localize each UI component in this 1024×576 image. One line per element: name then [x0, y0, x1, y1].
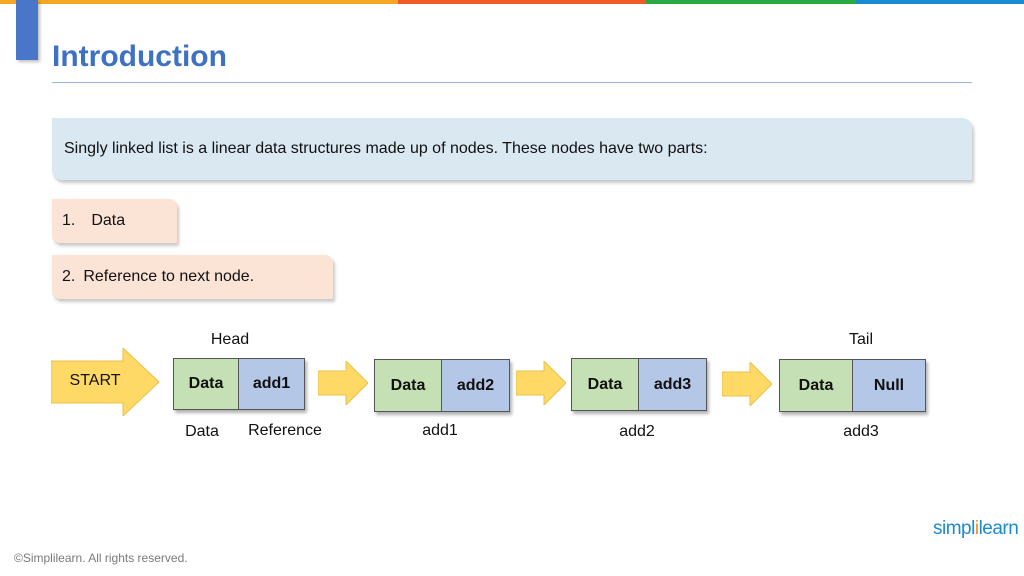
node-data-cell: Data [780, 360, 853, 411]
node-data-cell: Data [572, 359, 639, 410]
top-bar-red [398, 0, 646, 4]
top-color-bar [0, 0, 1024, 4]
head-label: Head [210, 331, 250, 348]
point-data: 1. Data [52, 199, 177, 243]
start-arrow-icon [51, 348, 160, 416]
node-ref-cell: add2 [442, 360, 509, 411]
copyright-text: ©Simplilearn. All rights reserved. [14, 551, 188, 565]
top-bar-orange [0, 0, 398, 4]
title-divider [52, 82, 972, 83]
point-number: 2. [62, 268, 76, 285]
logo-part: simpl [933, 518, 975, 539]
top-bar-blue [856, 0, 1024, 4]
start-label: START [69, 372, 121, 389]
point-reference: 2. Reference to next node. [52, 255, 333, 299]
node-ref-cell: Null [853, 360, 925, 411]
node-ref-cell: add3 [639, 359, 706, 410]
top-bar-green [646, 0, 856, 4]
point-text: Reference to next node. [83, 268, 255, 285]
node-address-label: add1 [422, 422, 458, 439]
arrow-right-icon [318, 361, 368, 405]
list-node-3: Data add3 [571, 358, 707, 411]
reference-part-label: Reference [248, 422, 322, 439]
logo-part: i [974, 518, 979, 539]
arrow-right-icon [516, 361, 566, 405]
node-data-cell: Data [174, 359, 239, 409]
intro-box: Singly linked list is a linear data stru… [52, 118, 972, 180]
data-part-label: Data [185, 423, 219, 440]
node-ref-cell: add1 [239, 359, 304, 409]
intro-text: Singly linked list is a linear data stru… [64, 140, 708, 157]
node-address-label: add3 [843, 423, 879, 440]
simplilearn-logo: simplilearn [933, 518, 1019, 540]
arrow-right-icon [722, 362, 772, 406]
list-node-4: Data Null [779, 359, 926, 412]
tail-label: Tail [848, 331, 873, 348]
slide-title: Introduction [52, 40, 227, 73]
point-text: Data [91, 212, 126, 229]
list-node-1: Data add1 [173, 358, 305, 410]
node-data-cell: Data [375, 360, 442, 411]
logo-part: learn [978, 518, 1019, 539]
title-accent-tab [16, 0, 38, 60]
node-address-label: add2 [619, 423, 655, 440]
point-number: 1. [62, 212, 76, 229]
list-node-2: Data add2 [374, 359, 510, 412]
